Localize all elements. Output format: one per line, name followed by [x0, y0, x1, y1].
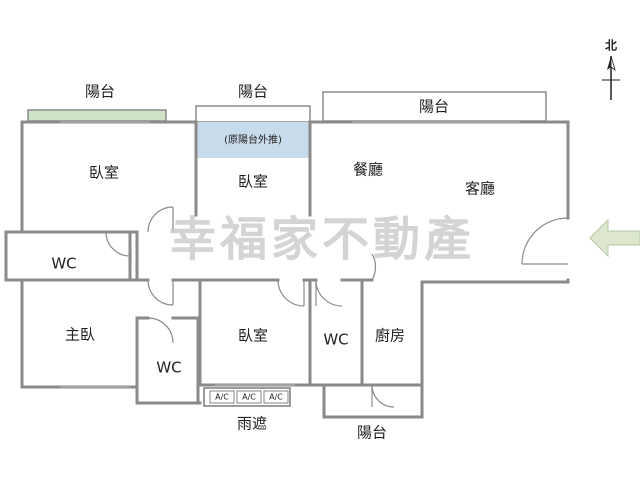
- canopy-label: 雨遮: [237, 415, 267, 433]
- ac-label-1: A/C: [215, 393, 229, 402]
- living-label: 客廳: [465, 180, 495, 198]
- balcony-pushout-area: [196, 122, 310, 158]
- balcony-top-left-green: [27, 109, 167, 122]
- entrance-arrow-icon: [589, 218, 640, 258]
- balcony-top-middle: [195, 105, 311, 123]
- canopy-frame: [203, 387, 291, 407]
- balcony-top-middle-label: 陽台: [238, 83, 268, 101]
- ac-unit-3: [263, 390, 289, 404]
- ac-unit-1: [209, 390, 235, 404]
- balcony-top-right-label: 陽台: [419, 98, 449, 116]
- ac-unit-2: [236, 390, 262, 404]
- wc-middle-label: WC: [323, 331, 348, 349]
- wc-bottom-left-label: WC: [156, 359, 181, 377]
- kitchen-label: 廚房: [375, 327, 405, 345]
- doors: [105, 206, 569, 408]
- bedroom-top-middle-label: 臥室: [238, 173, 268, 191]
- north-label: 北: [605, 38, 617, 53]
- master-bedroom-label: 主臥: [65, 326, 95, 344]
- balcony-top-left-label: 陽台: [85, 83, 115, 101]
- north-arrow-icon: [602, 55, 620, 100]
- balcony-bottom-label: 陽台: [357, 424, 387, 442]
- ac-label-2: A/C: [242, 393, 256, 402]
- wc-left-label: WC: [51, 255, 76, 273]
- watermark: 幸福家不動產: [169, 213, 475, 268]
- dining-label: 餐廳: [353, 161, 383, 179]
- balcony-pushout-note: (原陽台外推): [224, 133, 282, 146]
- bedroom-bottom-label: 臥室: [238, 327, 268, 345]
- windows: [60, 121, 520, 388]
- ac-label-3: A/C: [269, 393, 283, 402]
- bedroom-top-left-label: 臥室: [89, 164, 119, 182]
